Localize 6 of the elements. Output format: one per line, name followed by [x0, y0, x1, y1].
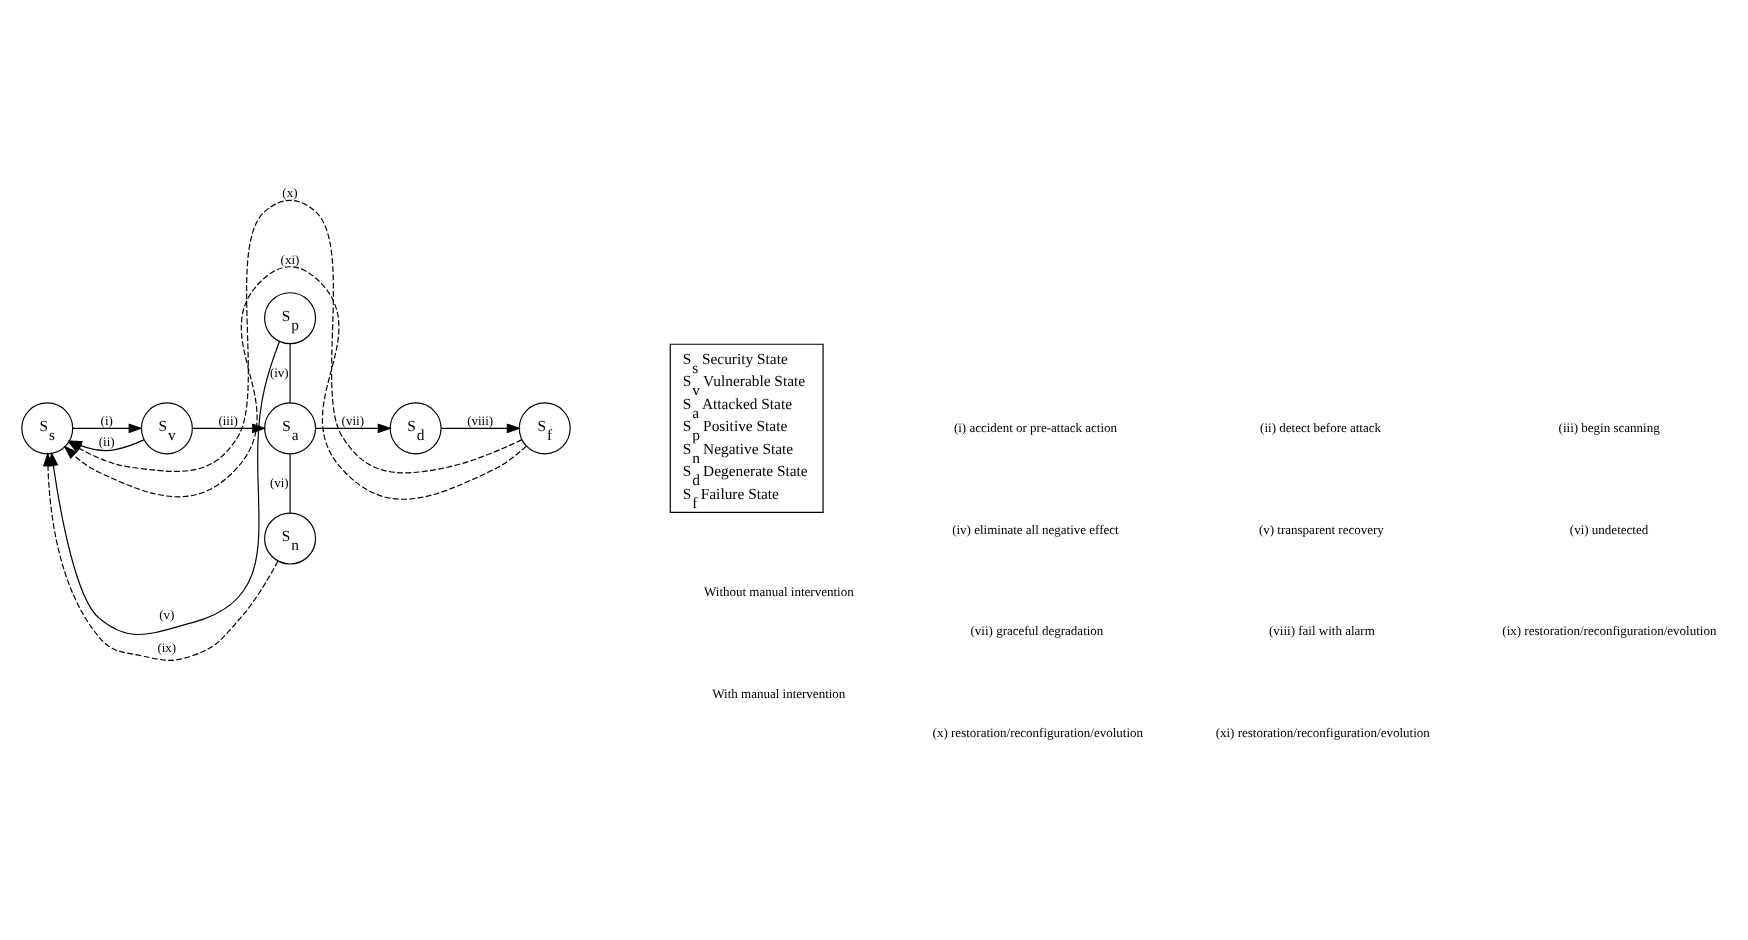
connector: [289, 452, 291, 513]
arrow: [440, 422, 521, 433]
connector: [289, 342, 291, 403]
arrow: [191, 422, 267, 433]
arrow: [72, 422, 143, 433]
arrow: [315, 422, 392, 433]
